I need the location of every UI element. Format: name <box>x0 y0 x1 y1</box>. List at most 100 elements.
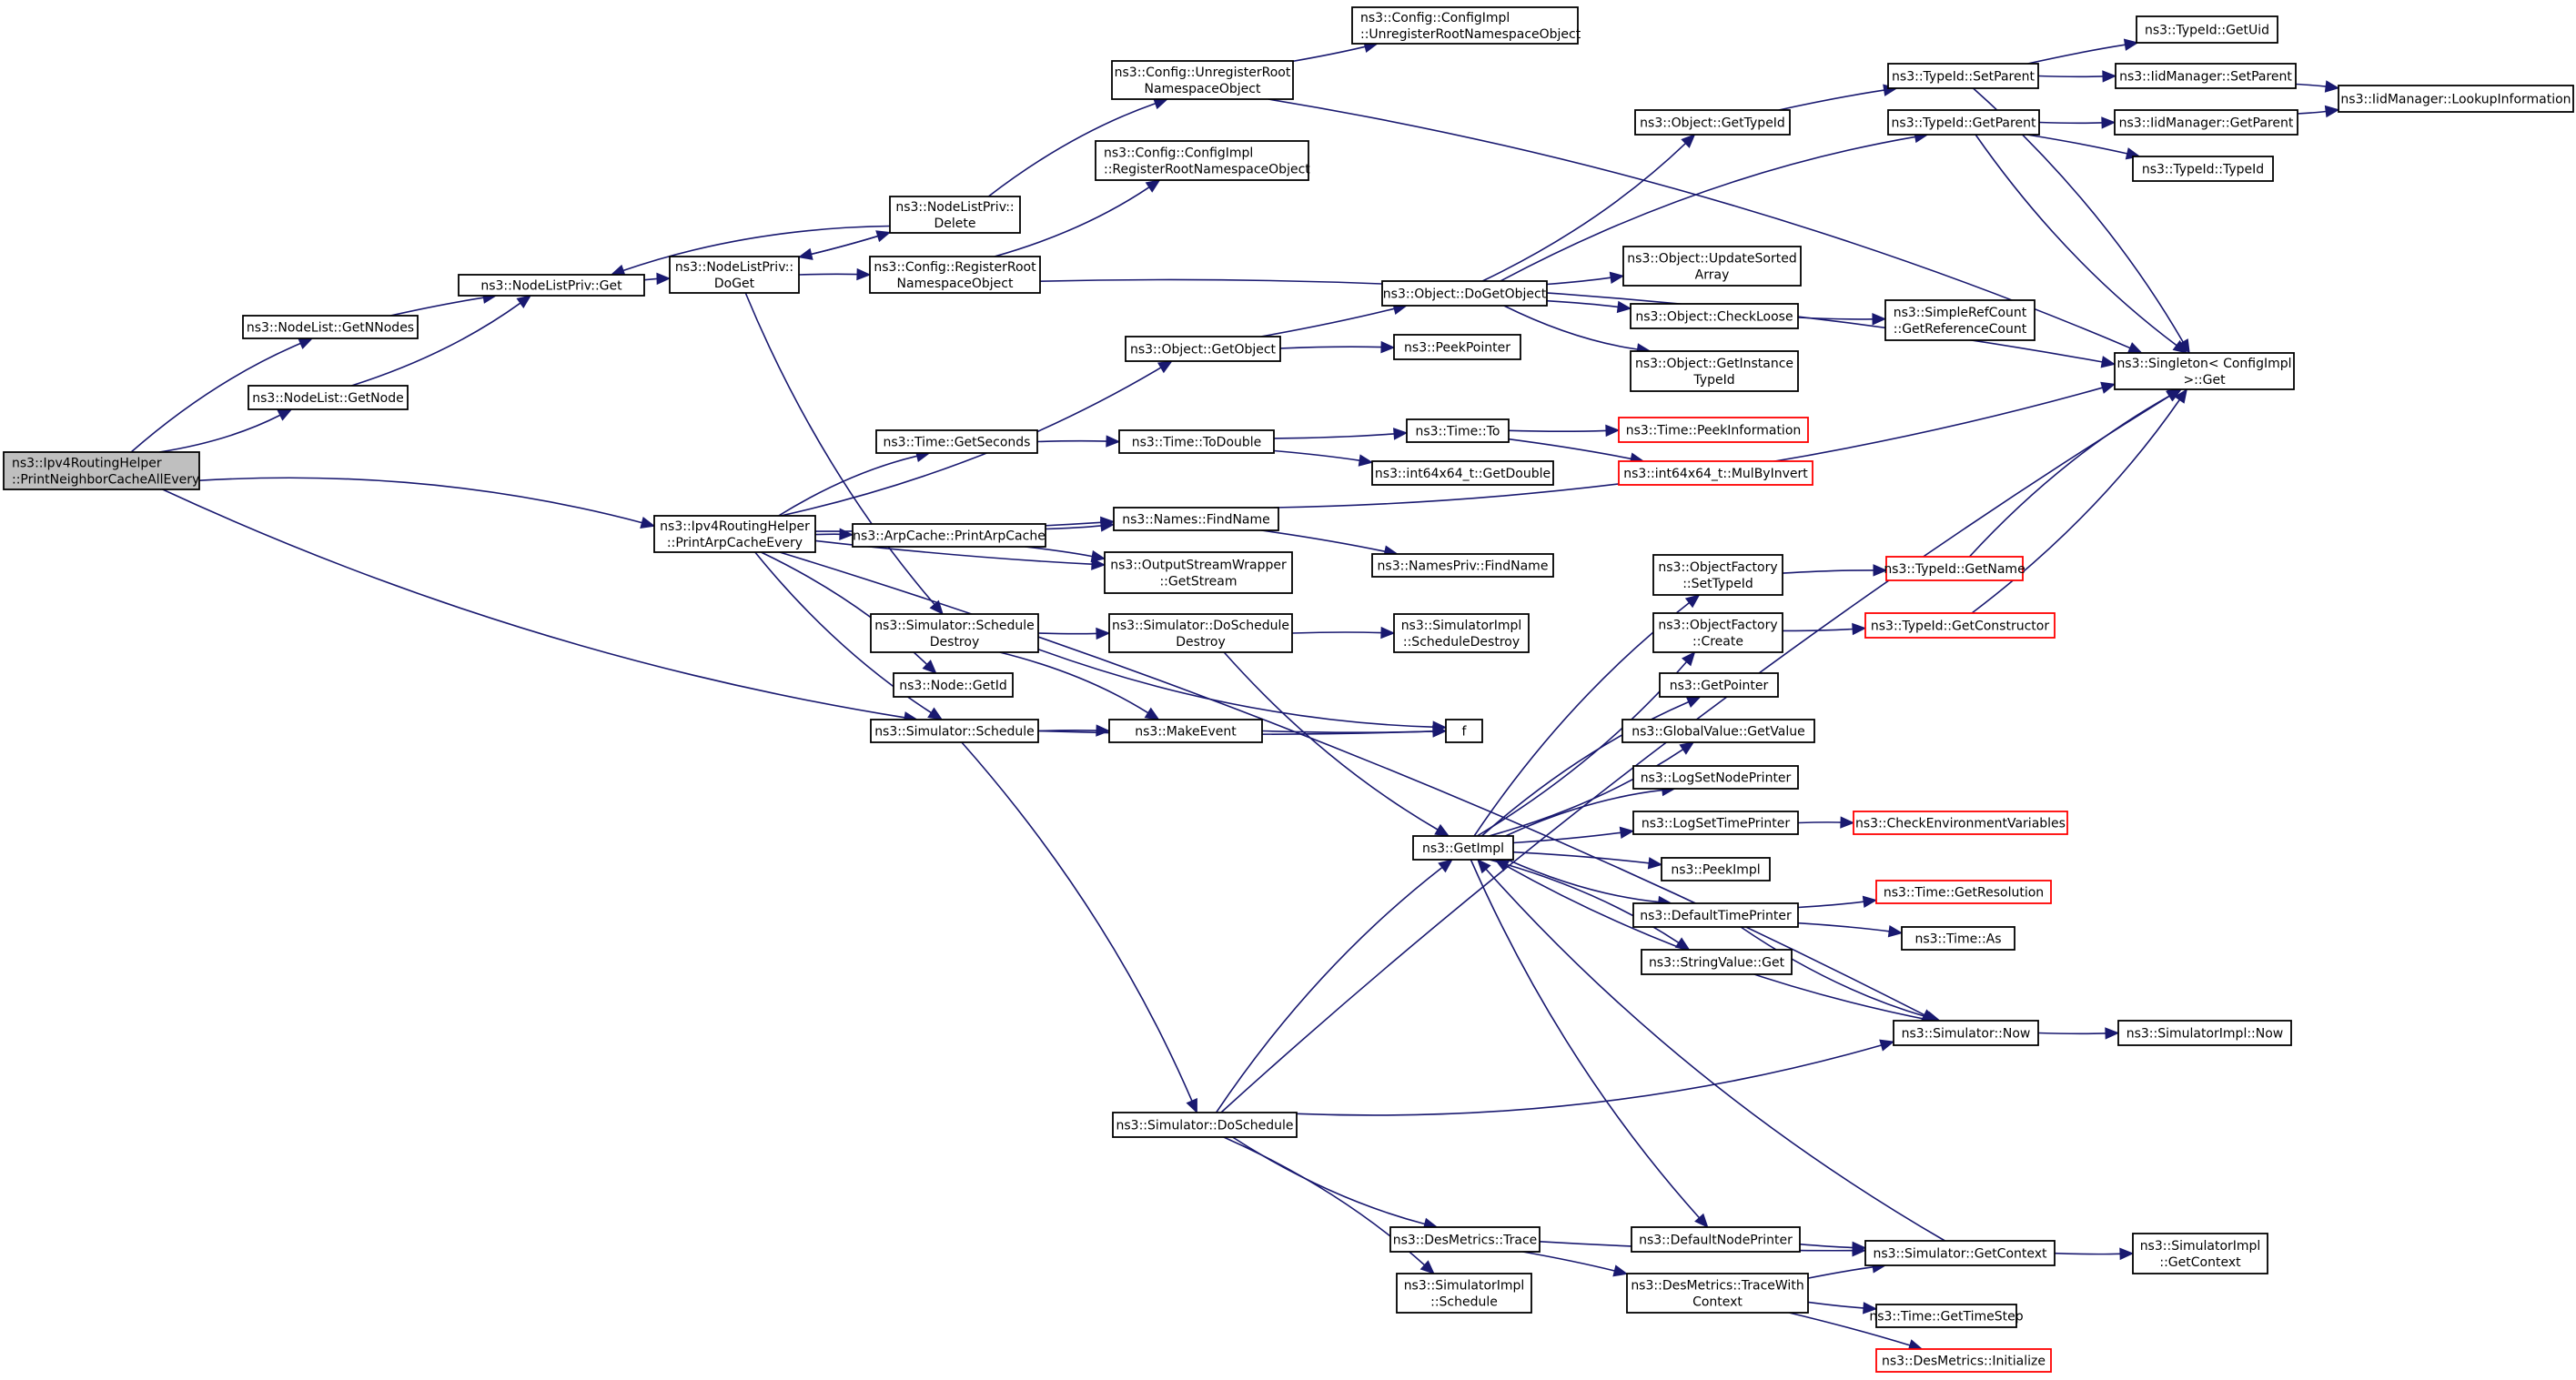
graph-node-doschedule[interactable]: ns3::Simulator::DoSchedule <box>1112 1112 1298 1138</box>
node-box <box>1104 551 1293 594</box>
node-label: ns3::Time::As <box>1914 932 2001 947</box>
node-box <box>1632 811 1799 835</box>
graph-node-ciunreg[interactable]: ns3::Config::ConfigImpl::UnregisterRootN… <box>1351 6 1581 45</box>
arrowhead-icon <box>1872 313 1887 326</box>
graph-node-simimplschedule[interactable]: ns3::SimulatorImpl::Schedule <box>1396 1273 1532 1314</box>
graph-node-makeevent[interactable]: ns3::MakeEvent <box>1108 719 1263 743</box>
graph-node-getstream[interactable]: ns3::OutputStreamWrapper::GetStream <box>1104 551 1293 594</box>
node-label: ns3::PeekImpl <box>1671 863 1760 878</box>
graph-node-printarp[interactable]: ns3::Ipv4RoutingHelper::PrintArpCacheEve… <box>653 515 816 553</box>
graph-node-defaulttimeprinter[interactable]: ns3::DefaultTimePrinter <box>1632 902 1799 928</box>
graph-node-todouble[interactable]: ns3::Time::ToDouble <box>1118 429 1275 454</box>
graph-node-lookupinfo[interactable]: ns3::IidManager::LookupInformation <box>2338 85 2574 113</box>
graph-node-gettimestep[interactable]: ns3::Time::GetTimeStep <box>1869 1304 2024 1328</box>
graph-node-doget[interactable]: ns3::NodeListPriv::DoGet <box>669 256 800 294</box>
graph-node-tidtypeid[interactable]: ns3::TypeId::TypeId <box>2132 156 2274 182</box>
arrowhead-icon <box>2123 38 2139 51</box>
graph-node-singleton[interactable]: ns3::Singleton< ConfigImpl>::Get <box>2114 352 2295 390</box>
graph-node-mulbyinvert[interactable]: ns3::int64x64_t::MulByInvert <box>1618 460 1813 486</box>
graph-node-unregroot[interactable]: ns3::Config::UnregisterRootNamespaceObje… <box>1111 60 1294 100</box>
graph-node-logsetnodeprinter[interactable]: ns3::LogSetNodePrinter <box>1632 765 1799 790</box>
graph-node-getseconds[interactable]: ns3::Time::GetSeconds <box>875 429 1038 454</box>
graph-node-logsettimeprinter[interactable]: ns3::LogSetTimePrinter <box>1632 811 1799 835</box>
graph-node-checkenv[interactable]: ns3::CheckEnvironmentVariables <box>1853 811 2068 835</box>
graph-node-desmetricstrace[interactable]: ns3::DesMetrics::Trace <box>1389 1226 1541 1253</box>
graph-node-objgettypeid[interactable]: ns3::Object::GetTypeId <box>1634 109 1791 136</box>
graph-node-timeto[interactable]: ns3::Time::To <box>1406 418 1510 443</box>
edge-printarp-to-getseconds <box>778 455 917 517</box>
arrowhead-icon <box>1096 627 1111 640</box>
graph-node-checkloose[interactable]: ns3::Object::CheckLoose <box>1630 303 1799 329</box>
node-box <box>1125 336 1281 362</box>
edge-defaulttimeprinter-to-timeas <box>1797 922 1890 932</box>
node-label: ns3::Node::GetId <box>899 679 1006 693</box>
graph-node-root[interactable]: ns3::Ipv4RoutingHelper::PrintNeighborCac… <box>3 451 200 490</box>
graph-node-delete[interactable]: ns3::NodeListPriv::Delete <box>889 196 1021 234</box>
edge-makeevent-to-f <box>1261 730 1434 733</box>
graph-node-schedestroy[interactable]: ns3::Simulator::ScheduleDestroy <box>870 613 1039 653</box>
graph-node-ofsettypeid[interactable]: ns3::ObjectFactory::SetTypeId <box>1652 554 1783 596</box>
graph-node-getnnodes[interactable]: ns3::NodeList::GetNNodes <box>242 315 419 339</box>
graph-node-tidgetname[interactable]: ns3::TypeId::GetName <box>1884 556 2025 581</box>
graph-node-dogetobject[interactable]: ns3::Object::DoGetObject <box>1381 280 1548 307</box>
graph-node-tidgetparent[interactable]: ns3::TypeId::GetParent <box>1887 109 2040 136</box>
graph-node-getpointer[interactable]: ns3::GetPointer <box>1659 672 1779 698</box>
graph-node-globalvalue[interactable]: ns3::GlobalValue::GetValue <box>1621 719 1815 743</box>
graph-node-getcontext[interactable]: ns3::Simulator::GetContext <box>1864 1240 2056 1266</box>
graph-node-ofcreate[interactable]: ns3::ObjectFactory::Create <box>1652 612 1783 653</box>
node-label: ns3::int64x64_t::GetDouble <box>1375 467 1551 481</box>
graph-node-schedule[interactable]: ns3::Simulator::Schedule <box>870 719 1039 743</box>
graph-node-namesfind[interactable]: ns3::Names::FindName <box>1113 507 1279 531</box>
graph-node-getobject[interactable]: ns3::Object::GetObject <box>1125 336 1281 362</box>
graph-node-getdouble[interactable]: ns3::int64x64_t::GetDouble <box>1371 460 1554 486</box>
graph-node-nlpget[interactable]: ns3::NodeListPriv::Get <box>458 274 645 297</box>
edge-delete-to-unregroot <box>987 102 1156 197</box>
graph-node-f[interactable]: f <box>1445 719 1483 743</box>
node-label: ns3::Config::RegisterRoot <box>874 260 1036 275</box>
node-label: ns3::Object::GetObject <box>1130 343 1277 358</box>
edge-delete-to-doget <box>811 231 891 256</box>
graph-node-getresolution[interactable]: ns3::Time::GetResolution <box>1875 880 2052 904</box>
node-label: ns3::DesMetrics::TraceWith <box>1631 1279 1803 1294</box>
graph-node-getimpl[interactable]: ns3::GetImpl <box>1412 835 1514 861</box>
graph-node-peekinfo[interactable]: ns3::Time::PeekInformation <box>1618 417 1809 443</box>
edge-schedestroy-to-makeevent <box>999 651 1149 714</box>
graph-node-simimplnow[interactable]: ns3::SimulatorImpl::Now <box>2117 1020 2292 1046</box>
edge-defaultnodeprinter-to-getcontext <box>1799 1243 1854 1249</box>
edge-schedule-to-doschedule <box>961 741 1193 1102</box>
graph-node-cireg[interactable]: ns3::Config::ConfigImpl::RegisterRootNam… <box>1095 140 1310 181</box>
arrowhead-icon <box>1685 696 1702 708</box>
graph-node-timeas[interactable]: ns3::Time::As <box>1901 926 2015 951</box>
graph-node-peekimpl[interactable]: ns3::PeekImpl <box>1661 857 1771 881</box>
edge-defaulttimeprinter-to-getresolution <box>1797 901 1864 909</box>
graph-node-desinitialize[interactable]: ns3::DesMetrics::Initialize <box>1875 1348 2052 1373</box>
edge-root-to-printarp <box>198 477 642 524</box>
edge-getimpl-to-getpointer <box>1480 700 1690 837</box>
graph-node-regroot[interactable]: ns3::Config::RegisterRootNamespaceObject <box>869 256 1041 294</box>
graph-node-getrefcount[interactable]: ns3::SimpleRefCount::GetReferenceCount <box>1884 299 2036 341</box>
graph-node-peekpointer[interactable]: ns3::PeekPointer <box>1393 334 1521 360</box>
graph-node-simimplschedestroy[interactable]: ns3::SimulatorImpl::ScheduleDestroy <box>1393 613 1530 653</box>
graph-node-tidgetconstructor[interactable]: ns3::TypeId::GetConstructor <box>1864 612 2056 639</box>
graph-node-nodegetid[interactable]: ns3::Node::GetId <box>893 672 1014 698</box>
graph-node-arpprint[interactable]: ns3::ArpCache::PrintArpCache <box>852 523 1046 548</box>
graph-node-namesprivfind[interactable]: ns3::NamesPriv::FindName <box>1371 553 1554 578</box>
graph-node-iidgetparent[interactable]: ns3::IidManager::GetParent <box>2114 109 2298 136</box>
graph-node-stringvalueget[interactable]: ns3::StringValue::Get <box>1641 949 1793 975</box>
node-box <box>1371 460 1554 486</box>
graph-node-simnow[interactable]: ns3::Simulator::Now <box>1893 1020 2039 1046</box>
graph-node-tidgetuid[interactable]: ns3::TypeId::GetUid <box>2136 15 2278 44</box>
node-box <box>1632 765 1799 790</box>
graph-node-simimplgetcontext[interactable]: ns3::SimulatorImpl::GetContext <box>2132 1233 2268 1274</box>
graph-node-tidsetparent[interactable]: ns3::TypeId::SetParent <box>1887 63 2039 89</box>
graph-node-iidsetparent[interactable]: ns3::IidManager::SetParent <box>2115 63 2297 89</box>
node-label: Delete <box>934 217 976 231</box>
arrowhead-icon <box>640 516 656 529</box>
graph-node-defaultnodeprinter[interactable]: ns3::DefaultNodePrinter <box>1631 1226 1801 1253</box>
graph-node-getnode[interactable]: ns3::NodeList::GetNode <box>247 385 409 410</box>
edge-getimpl-to-stringvalueget <box>1489 859 1680 943</box>
